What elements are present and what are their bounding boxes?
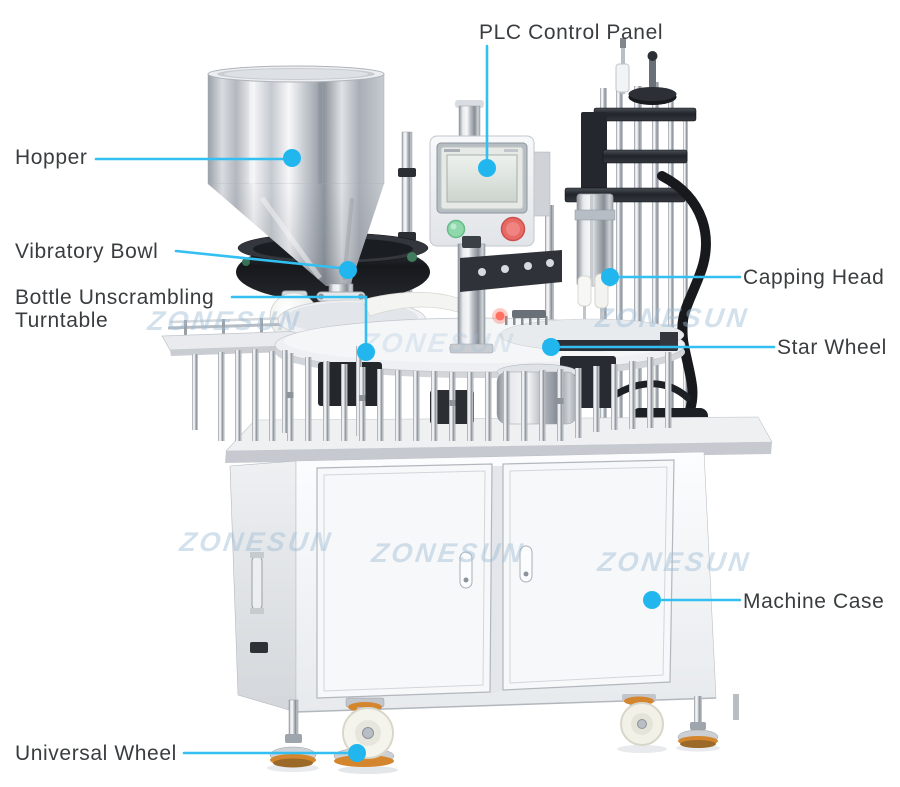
label-universal-wheel: Universal Wheel xyxy=(15,742,177,765)
label-vibratory-bowl: Vibratory Bowl xyxy=(15,240,159,263)
capping-head xyxy=(574,193,616,320)
power-cable xyxy=(657,171,711,415)
right-door-handle xyxy=(519,545,533,583)
zonesun-watermark: ZONESUN xyxy=(593,303,752,333)
hmi-screen xyxy=(446,154,518,203)
label-machine-case: Machine Case xyxy=(743,590,885,613)
sensor-led xyxy=(495,311,505,321)
label-star-wheel: Star Wheel xyxy=(777,336,887,359)
central-column xyxy=(449,236,562,354)
left-door-handle xyxy=(459,551,473,589)
side-handle xyxy=(251,555,263,611)
label-plc-control-panel: PLC Control Panel xyxy=(479,21,664,44)
zonesun-watermark: ZONESUN xyxy=(595,547,754,577)
support-rods xyxy=(192,346,672,441)
zonesun-watermark: ZONESUN xyxy=(369,538,528,568)
label-bottle-unscrambling-turntable: Bottle Unscrambling Turntable xyxy=(15,286,215,332)
capping-tower xyxy=(564,38,711,432)
machine-case xyxy=(229,451,717,713)
universal-wheels-and-feet xyxy=(267,694,739,774)
plc-control-panel xyxy=(429,100,551,247)
zonesun-watermark: ZONESUN xyxy=(177,527,336,557)
star-wheel-arm xyxy=(544,340,678,351)
right-door xyxy=(502,459,675,691)
left-door xyxy=(316,463,493,699)
label-capping-head: Capping Head xyxy=(743,266,885,289)
start-button xyxy=(446,219,466,239)
label-hopper: Hopper xyxy=(15,146,88,169)
zonesun-watermark: ZONESUN xyxy=(359,328,518,358)
